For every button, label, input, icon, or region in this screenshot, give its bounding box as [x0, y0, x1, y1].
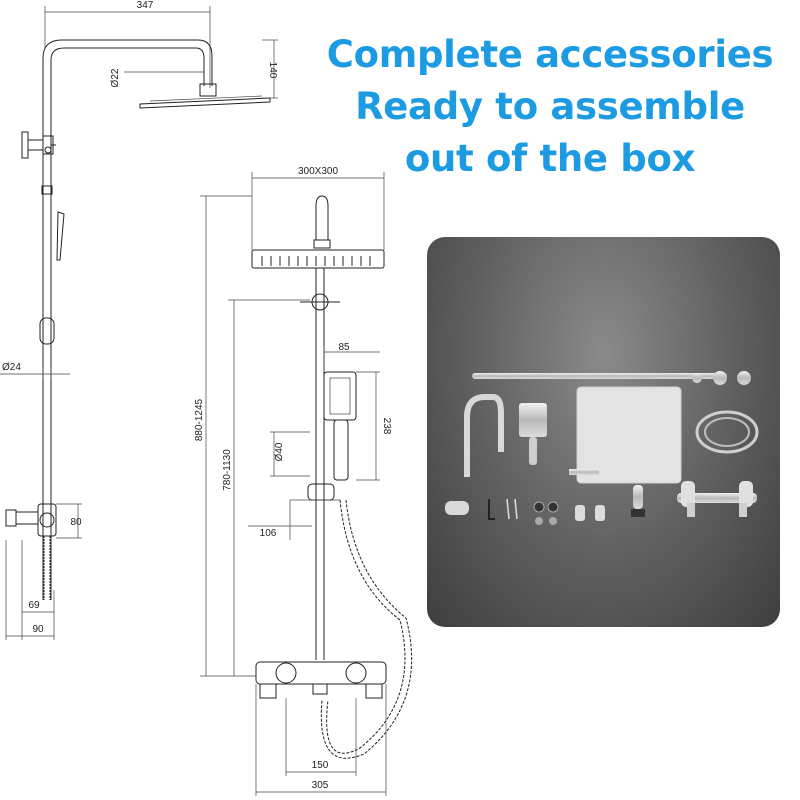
dim-head-size: 300X300: [298, 166, 338, 177]
dim-wall-offset-outer: 90: [32, 624, 44, 635]
dim-mixer-width: 305: [312, 780, 329, 791]
dim-holder-offset: 106: [260, 528, 277, 539]
dim-handle-diameter: Ø40: [274, 442, 285, 461]
dim-pipe-diameter: Ø22: [110, 68, 121, 87]
dim-connector-spacing: 150: [312, 760, 329, 771]
headline-line-2: Ready to assemble: [355, 85, 745, 128]
kit-parts-illustration: [445, 371, 759, 525]
dim-total-height: 880-1245: [194, 398, 205, 441]
rain-head-part: [576, 386, 682, 484]
headline-line-1: Complete accessories: [326, 33, 774, 76]
product-kit-photo: [427, 237, 780, 627]
tape-part: [445, 501, 469, 515]
dim-rail-diameter: Ø24: [2, 362, 21, 373]
side-view: 347 Ø22 140: [0, 0, 278, 640]
arm-part: [464, 394, 504, 477]
hose-part: [695, 410, 759, 454]
dim-hand-shower-width: 85: [338, 342, 350, 353]
dim-rail-height: 780-1130: [222, 449, 233, 491]
rail-part: [472, 373, 727, 379]
headline-line-3: out of the box: [404, 137, 696, 180]
dim-wall-offset-inner: 69: [28, 600, 40, 611]
mixer-part: [677, 493, 757, 503]
hand-shower-part: [519, 403, 547, 437]
dim-arm-width: 347: [137, 0, 154, 11]
dim-mixer-height: 80: [70, 517, 82, 528]
dim-head-drop: 140: [267, 62, 278, 79]
dim-hand-shower-length: 238: [381, 418, 392, 435]
front-view: 300X300: [194, 166, 413, 796]
nozzle-row: [261, 256, 371, 266]
